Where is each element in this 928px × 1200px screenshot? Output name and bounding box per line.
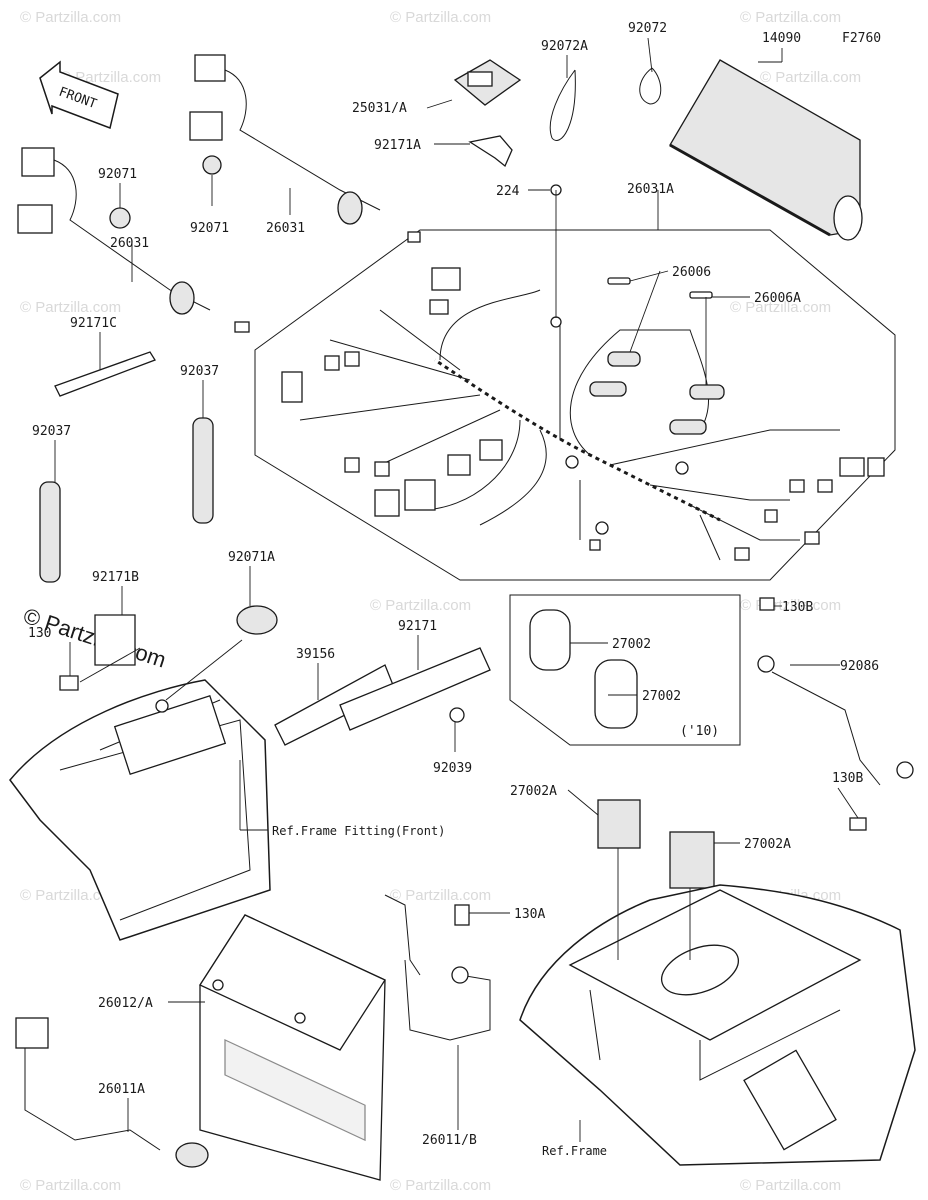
part-92071-grommet	[202, 155, 222, 175]
watermark: © Partzilla.com	[760, 69, 861, 86]
part-92171-bracket	[339, 647, 491, 731]
label-26011B: 26011/B	[422, 1133, 477, 1148]
part-26011A-cable	[15, 1017, 209, 1168]
label-26012A: 26012/A	[98, 996, 153, 1011]
part-92071A-grommet	[236, 605, 278, 635]
figure-code: F2760	[842, 31, 881, 46]
watermark: © Partzilla.com	[20, 1177, 121, 1194]
part-92071-grommet	[109, 207, 131, 229]
label-92071: 92071	[190, 221, 229, 236]
part-130-bolt	[59, 675, 79, 691]
main-harness-26031A	[254, 229, 896, 581]
watermark: © Partzilla.com	[370, 597, 471, 614]
label-26006A: 26006A	[754, 291, 801, 306]
part-26012A-battery	[199, 914, 386, 1181]
part-92171A-bracket	[468, 135, 513, 168]
label-26011A: 26011A	[98, 1082, 145, 1097]
part-25031A	[453, 59, 522, 106]
label-ref-frame-fitting-front: Ref.Frame Fitting(Front)	[272, 824, 445, 838]
part-92072-band	[639, 67, 662, 105]
label-27002A: 27002A	[510, 784, 557, 799]
label-26031A: 26031A	[627, 182, 674, 197]
ref-frame-fitting-front	[9, 679, 271, 941]
label-92086: 92086	[840, 659, 879, 674]
label-92037: 92037	[32, 424, 71, 439]
label-92037: 92037	[180, 364, 219, 379]
part-14090-cover	[669, 59, 863, 241]
watermark: © Partzilla.com	[390, 887, 491, 904]
label-25031A: 25031/A	[352, 101, 407, 116]
label-27002: 27002	[642, 689, 681, 704]
watermark: © Partzilla.com	[390, 9, 491, 26]
part-92171B-bracket	[94, 614, 136, 666]
label-130A: 130A	[514, 907, 545, 922]
label-92171B: 92171B	[92, 570, 139, 585]
label-92071: 92071	[98, 167, 137, 182]
label-27002: 27002	[612, 637, 651, 652]
part-27002A-relay	[597, 799, 641, 849]
label-26031: 26031	[266, 221, 305, 236]
front-arrow-icon: FRONT	[39, 60, 119, 130]
part-27002-group	[509, 594, 741, 746]
label-92039: 92039	[433, 761, 472, 776]
label-27002A: 27002A	[744, 837, 791, 852]
label-26031: 26031	[110, 236, 149, 251]
part-92037-band	[39, 481, 61, 583]
label-92171A: 92171A	[374, 138, 421, 153]
label-92072: 92072	[628, 21, 667, 36]
label-92171: 92171	[398, 619, 437, 634]
label-92071A: 92071A	[228, 550, 275, 565]
label-1o-note: ('10)	[680, 724, 719, 739]
ref-frame-rear	[519, 884, 916, 1166]
label-26006: 26006	[672, 265, 711, 280]
label-224: 224	[496, 184, 520, 199]
label-130: 130	[28, 626, 51, 641]
label-130B: 130B	[782, 600, 813, 615]
label-92171C: 92171C	[70, 316, 117, 331]
part-92037-band	[192, 417, 214, 524]
watermark: © Partzilla.com	[740, 9, 841, 26]
part-labels: 92072A 92072 14090 25031/A 92171A 224 26…	[28, 21, 879, 1158]
watermark: © Partzilla.com	[390, 1177, 491, 1194]
leader-lines	[54, 37, 859, 1142]
watermark: © Partzilla.com	[730, 299, 831, 316]
label-39156: 39156	[296, 647, 335, 662]
watermark: © Partzilla.com	[20, 887, 121, 904]
part-92072A-band	[549, 69, 576, 141]
part-92086-lead	[757, 597, 914, 831]
part-26011B-cable	[384, 894, 491, 1041]
part-92171C-strap	[54, 351, 156, 397]
watermark: © Partzilla.com	[20, 9, 121, 26]
label-14090: 14090	[762, 31, 801, 46]
part-92039-clip	[449, 707, 465, 723]
watermark: © Partzilla.com	[20, 299, 121, 316]
part-27002A-relay	[669, 831, 715, 889]
label-92072A: 92072A	[541, 39, 588, 54]
label-ref-frame: Ref.Frame	[542, 1144, 607, 1158]
watermark: © Partzilla.com	[740, 1177, 841, 1194]
label-130B: 130B	[832, 771, 863, 786]
part-26031-subharness	[17, 54, 421, 333]
